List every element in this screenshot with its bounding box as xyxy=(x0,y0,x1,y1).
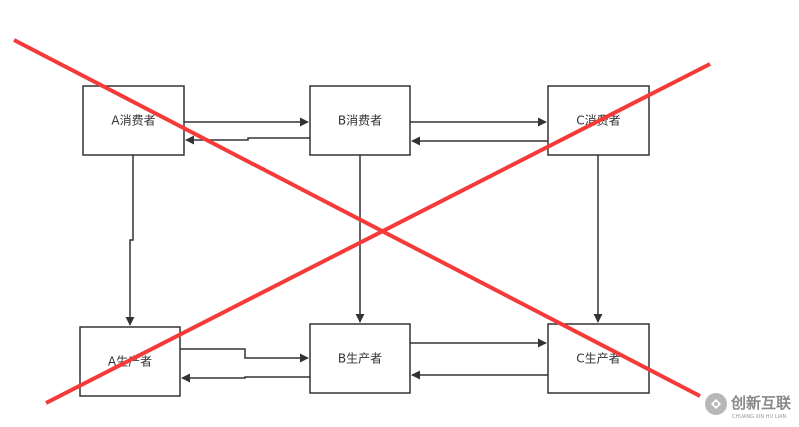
node-b-consumer-label: B消费者 xyxy=(338,114,382,128)
edge-b-producer-to-a-producer xyxy=(181,373,310,383)
watermark-subtext: CHUANG XIN HU LIAN xyxy=(732,414,786,420)
node-c-producer: C生产者 xyxy=(547,323,650,394)
watermark-logo-icon xyxy=(705,393,727,415)
node-c-producer-label: C生产者 xyxy=(576,352,620,366)
node-a-consumer-label: A消费者 xyxy=(111,114,155,128)
edge-a-consumer-to-a-producer xyxy=(125,155,135,326)
edge-a-producer-to-b-producer xyxy=(180,348,309,363)
cross-line-2 xyxy=(45,62,711,405)
watermark-text: 创新互联 xyxy=(730,394,792,412)
watermark: 创新互联 CHUANG XIN HU LIAN xyxy=(705,393,792,420)
node-b-producer: B生产者 xyxy=(309,323,411,394)
edge-b-consumer-to-a-consumer xyxy=(185,135,310,145)
node-b-producer-label: B生产者 xyxy=(338,352,382,366)
node-b-consumer: B消费者 xyxy=(309,85,411,156)
cross-line-1 xyxy=(13,38,701,398)
